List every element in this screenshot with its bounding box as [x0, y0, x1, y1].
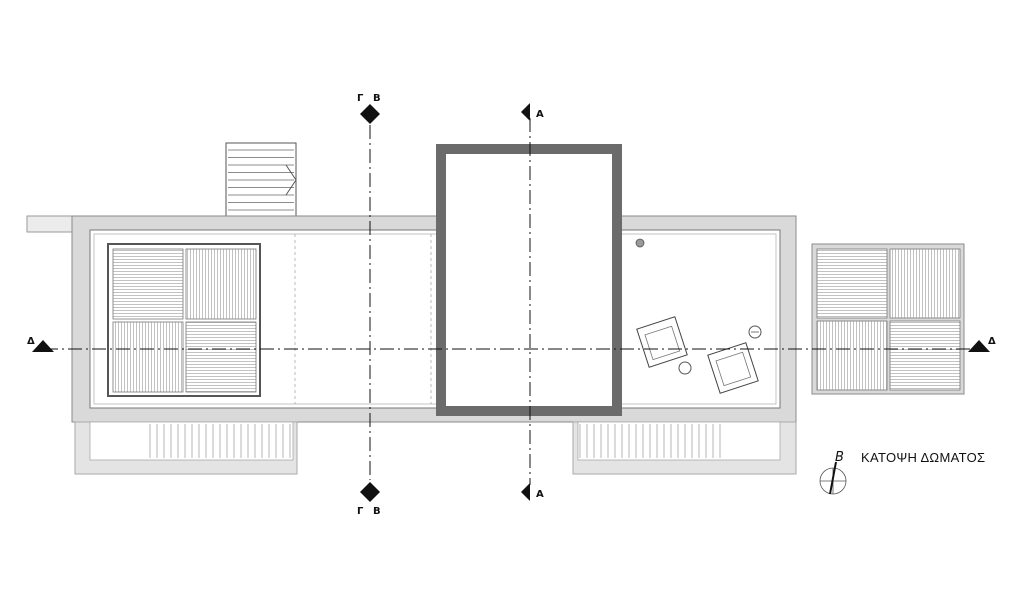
tower-frame [436, 144, 622, 416]
lower-left-steps [74, 421, 298, 475]
section-marker-d-left: Δ [27, 336, 54, 352]
internal-guide-lines [294, 234, 432, 404]
left-wall-stub [26, 215, 76, 233]
small-table-2 [748, 325, 762, 339]
left-skylight [107, 243, 261, 397]
gb-top-letter-2: Β [373, 93, 381, 104]
north-letter: Β [835, 450, 844, 465]
lower-right-steps [572, 421, 797, 475]
section-marker-d-right: Δ [968, 336, 996, 352]
section-marker-gb-bottom: Γ Β [357, 482, 381, 517]
section-axes [44, 118, 980, 485]
gb-bottom-letter-1: Γ [357, 506, 364, 517]
right-skylight [811, 243, 965, 395]
gb-bottom-letter-2: Β [373, 506, 381, 517]
section-marker-a-bottom: Α [521, 483, 544, 501]
armchair-1 [636, 316, 688, 368]
d-right-letter: Δ [988, 336, 996, 347]
a-bottom-letter: Α [536, 489, 544, 500]
d-left-letter: Δ [27, 336, 35, 347]
section-marker-a-top: Α [521, 103, 544, 121]
top-staircase [225, 142, 297, 217]
drawing-title: ΚΑΤΟΨΗ ΔΩΜΑΤΟΣ [861, 450, 985, 465]
north-arrow: Β [819, 450, 847, 495]
roof-drain [635, 238, 645, 248]
section-marker-gb-top: Γ Β [357, 93, 381, 124]
a-top-letter: Α [536, 109, 544, 120]
small-table-1 [678, 361, 692, 375]
gb-top-letter-1: Γ [357, 93, 364, 104]
